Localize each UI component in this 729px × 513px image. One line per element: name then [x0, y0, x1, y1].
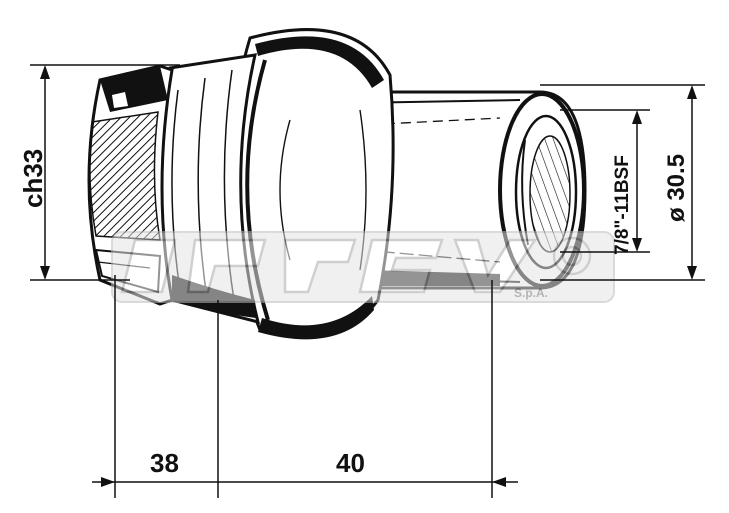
dimension-label-hex: ch33	[18, 149, 48, 208]
dimension-label-outer-diameter: ø 30.5	[663, 154, 690, 222]
dimension-label-length-b: 40	[336, 448, 365, 478]
dimension-label-length-a: 38	[150, 448, 179, 478]
watermark: S.p.A.	[111, 231, 615, 303]
watermark-company-suffix: S.p.A.	[514, 286, 548, 300]
watermark-logo	[120, 236, 592, 294]
dimension-label-thread: 7/8"-11BSF	[612, 155, 633, 255]
dimension-lines	[30, 64, 705, 498]
